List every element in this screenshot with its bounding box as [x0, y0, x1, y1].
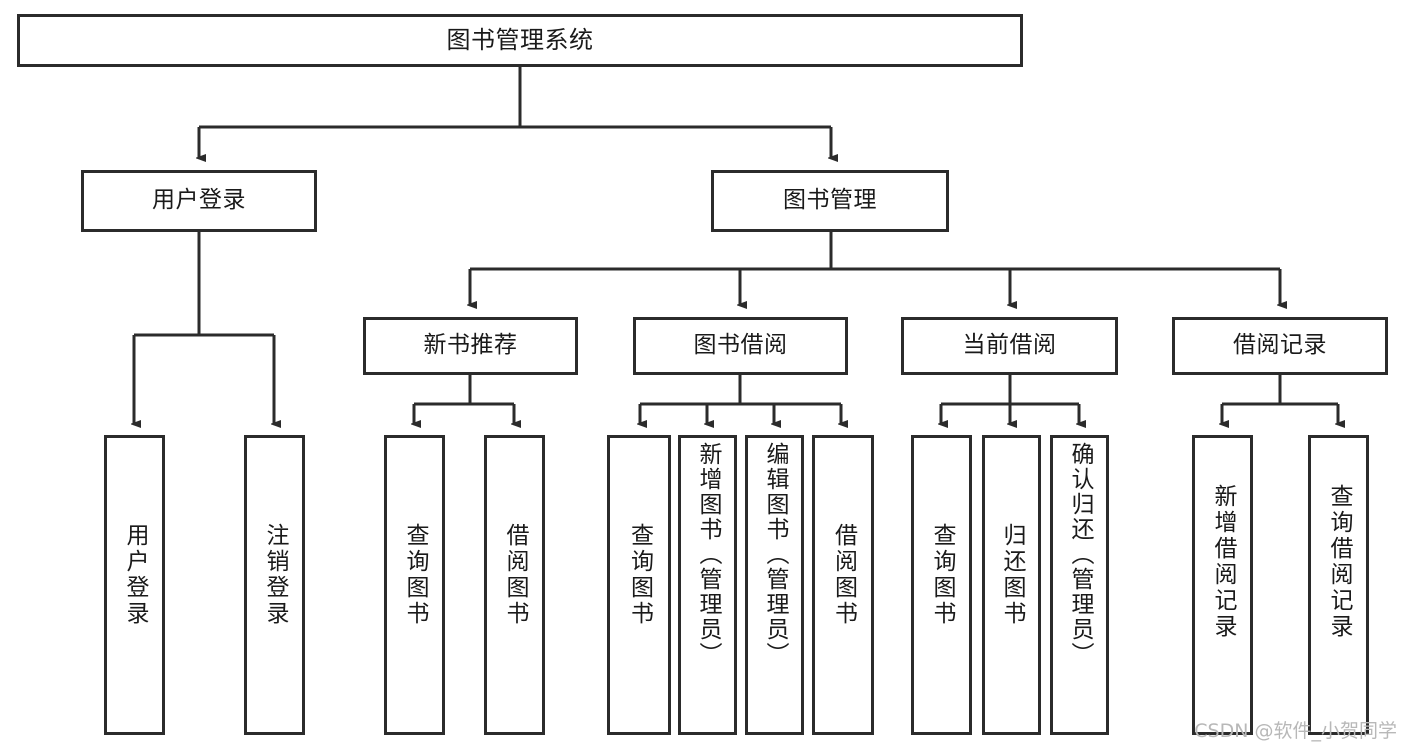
leaf-query-book-current[interactable]: 查询图书 [911, 435, 972, 735]
node-label: 借阅记录 [1233, 332, 1327, 359]
leaf-user-login[interactable]: 用户登录 [104, 435, 165, 735]
node-label: 新增借阅记录 [1210, 484, 1236, 640]
leaf-return-book[interactable]: 归还图书 [982, 435, 1041, 735]
node-label: 用户登录 [122, 523, 148, 627]
leaf-add-borrow-record[interactable]: 新增借阅记录 [1192, 435, 1253, 735]
leaf-confirm-return-admin[interactable]: 确认归还（管理员） [1050, 435, 1109, 735]
node-label: 借阅图书 [830, 523, 857, 627]
node-root-book-management-system[interactable]: 图书管理系统 [17, 14, 1023, 67]
leaf-borrow-book-recommend[interactable]: 借阅图书 [484, 435, 545, 735]
node-label: 归还图书 [999, 523, 1025, 627]
leaf-query-book-recommend[interactable]: 查询图书 [384, 435, 445, 735]
node-label: 图书管理系统 [446, 26, 594, 55]
leaf-borrow-book[interactable]: 借阅图书 [812, 435, 874, 735]
node-book-borrow[interactable]: 图书借阅 [633, 317, 848, 375]
node-label: 图书管理 [783, 187, 877, 214]
node-label: 用户登录 [152, 187, 246, 214]
node-label: 新增图书（管理员） [695, 442, 721, 667]
node-borrow-record[interactable]: 借阅记录 [1172, 317, 1388, 375]
node-label: 确认归还（管理员） [1067, 442, 1093, 667]
watermark-text: CSDN @软件_小贺同学 [1194, 720, 1397, 742]
node-label: 借阅图书 [502, 523, 528, 627]
node-label: 当前借阅 [962, 332, 1057, 359]
leaf-edit-book-admin[interactable]: 编辑图书（管理员） [745, 435, 804, 735]
leaf-add-book-admin[interactable]: 新增图书（管理员） [678, 435, 737, 735]
leaf-query-book-borrow[interactable]: 查询图书 [607, 435, 671, 735]
node-new-book-recommend[interactable]: 新书推荐 [363, 317, 578, 375]
node-label: 查询图书 [929, 523, 955, 627]
node-user-login[interactable]: 用户登录 [81, 170, 317, 232]
node-label: 查询图书 [402, 523, 428, 627]
node-label: 查询图书 [626, 523, 653, 627]
node-label: 新书推荐 [423, 332, 518, 359]
node-label: 注销登录 [262, 523, 288, 627]
node-book-management[interactable]: 图书管理 [711, 170, 949, 232]
node-label: 图书借阅 [693, 332, 788, 359]
node-label: 查询借阅记录 [1326, 484, 1352, 640]
node-label: 编辑图书（管理员） [762, 442, 788, 667]
leaf-logout[interactable]: 注销登录 [244, 435, 305, 735]
node-current-borrow[interactable]: 当前借阅 [901, 317, 1118, 375]
leaf-query-borrow-record[interactable]: 查询借阅记录 [1308, 435, 1369, 735]
